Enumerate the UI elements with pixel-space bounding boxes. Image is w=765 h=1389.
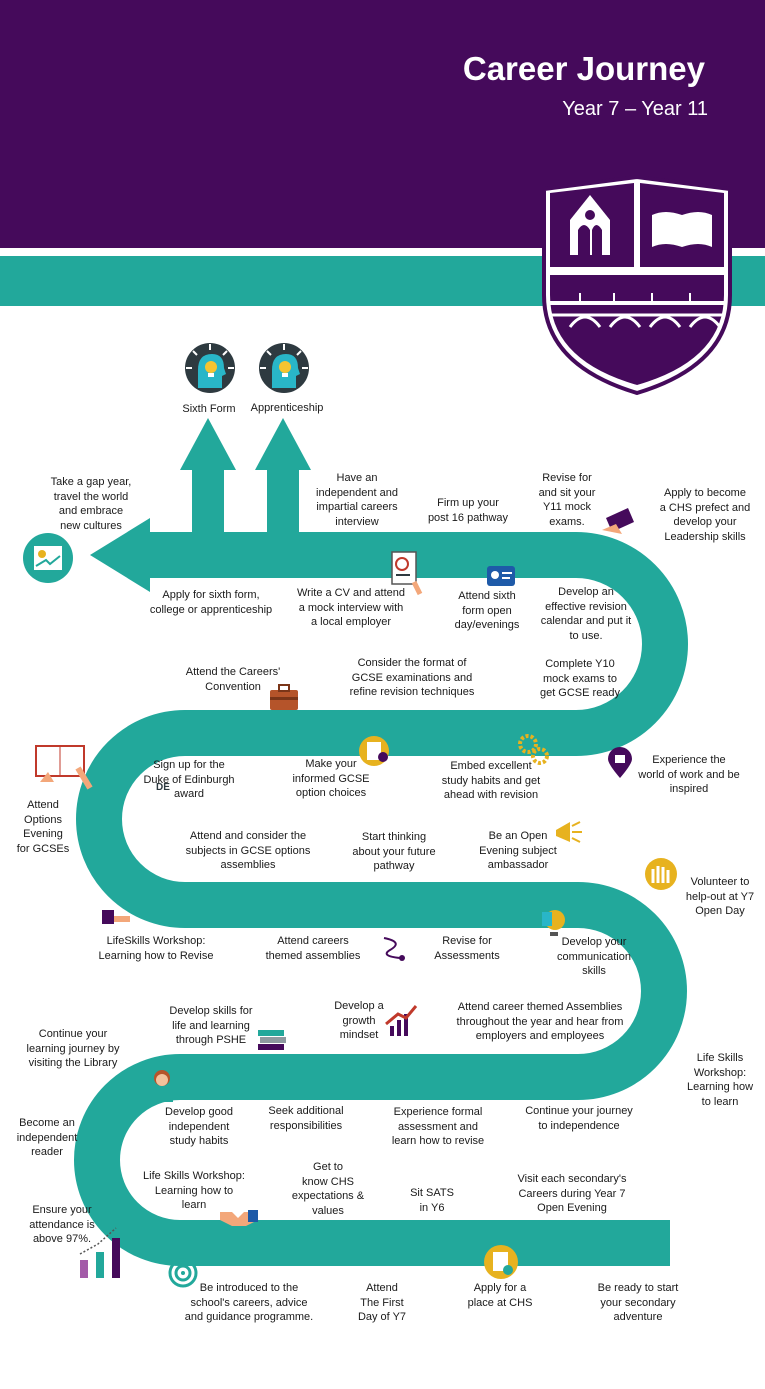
step-lifeskills-revise: LifeSkills Workshop: Learning how to Rev… <box>98 935 214 962</box>
route-path-icon <box>383 937 405 961</box>
step-ready: Be ready to start your secondary adventu… <box>597 1282 679 1323</box>
step-gap-year: Take a gap year, travel the world and em… <box>50 476 132 532</box>
step-options-assemblies: Attend and consider the subjects in GCSE… <box>185 830 311 871</box>
lightbulb-icon <box>542 910 565 936</box>
step-gcse-format: Consider the format of GCSE examinations… <box>349 657 475 698</box>
briefcase-icon <box>270 684 298 710</box>
school-crest-logo <box>542 175 732 395</box>
book-hand-icon <box>602 508 634 534</box>
student-reading-icon <box>151 1070 173 1102</box>
step-duke-of-edinburgh: Sign up for the Duke of Edinburgh award <box>143 759 235 800</box>
notebook-writing-icon <box>35 745 93 790</box>
lightbulb-head-icon <box>259 343 309 393</box>
step-future-pathway: Start thinking about your future pathway <box>352 831 436 872</box>
step-ambassador: Be an Open Evening subject ambassador <box>479 830 557 871</box>
step-study-habits-y9: Embed excellent study habits and get ahe… <box>441 760 541 801</box>
step-introduced: Be introduced to the school's careers, a… <box>184 1282 314 1323</box>
travel-map-icon <box>23 533 73 583</box>
target-icon <box>168 1258 198 1288</box>
id-card-icon <box>487 566 515 586</box>
step-pshe: Develop skills for life and learning thr… <box>169 1005 253 1046</box>
destination-label-sixth-form: Sixth Form <box>182 403 236 415</box>
step-expectations: Get to know CHS expectations & values <box>291 1161 365 1217</box>
step-careers-assemblies: Attend careers themed assemblies <box>265 935 361 962</box>
bar-chart-icon <box>79 1227 120 1278</box>
megaphone-icon <box>556 821 582 843</box>
books-stack-icon <box>258 1030 286 1050</box>
step-growth-mindset: Develop a growth mindset <box>334 1000 384 1041</box>
step-independence: Continue your journey to independence <box>525 1105 633 1132</box>
step-visit-secondary: Visit each secondary's Careers during Ye… <box>517 1173 627 1214</box>
cv-magnifier-icon <box>391 551 423 596</box>
step-careers-interview: Have an independent and impartial career… <box>316 472 398 528</box>
step-career-assemblies-year: Attend career themed Assemblies througho… <box>456 1001 624 1042</box>
step-first-day: Attend The First Day of Y7 <box>357 1282 407 1323</box>
step-prefect: Apply to become a CHS prefect and develo… <box>659 487 751 543</box>
step-independent-reader: Become an independent reader <box>16 1117 78 1158</box>
step-communication: Develop your communication skills <box>557 936 631 977</box>
step-volunteer: Volunteer to help-out at Y7 Open Day <box>685 876 755 917</box>
destination-label-apprenticeship: Apprenticeship <box>250 402 324 414</box>
page-subtitle: Year 7 – Year 11 <box>562 98 708 120</box>
step-firm-up-pathway: Firm up your post 16 pathway <box>427 497 509 524</box>
step-revise-y11: Revise for and sit your Y11 mock exams. <box>538 472 596 528</box>
hand-book-icon <box>102 910 130 924</box>
step-good-study-habits: Develop good independent study habits <box>165 1106 233 1147</box>
gears-icon <box>518 734 549 765</box>
step-open-day: Attend sixth form open day/evenings <box>454 590 520 631</box>
growth-chart-icon <box>385 1005 418 1036</box>
step-careers-convention: Attend the Careers' Convention <box>185 666 281 693</box>
step-lifeskills-learn-left: Life Skills Workshop: Learning how to le… <box>143 1170 245 1211</box>
step-revise-assessments: Revise for Assessments <box>434 935 500 962</box>
step-options-evening: Attend Options Evening for GCSEs <box>16 799 70 855</box>
step-attendance: Ensure your attendance is above 97%. <box>29 1204 95 1245</box>
step-world-of-work: Experience the world of work and be insp… <box>638 754 740 795</box>
page-title: Career Journey <box>462 50 705 87</box>
step-library: Continue your learning journey by visiti… <box>26 1028 120 1069</box>
step-apply-sixth-form: Apply for sixth form, college or apprent… <box>149 589 273 616</box>
document-icon <box>359 736 389 766</box>
hands-raised-icon <box>645 858 677 890</box>
handshake-icon <box>220 1210 258 1226</box>
step-formal-assessment: Experience formal assessment and learn h… <box>391 1106 485 1147</box>
step-apply-place: Apply for a place at CHS <box>467 1282 533 1309</box>
step-y10-mocks: Complete Y10 mock exams to get GCSE read… <box>539 658 621 699</box>
step-lifeskills-learn-right: Life Skills Workshop: Learning how to le… <box>686 1052 754 1108</box>
duke-of-edinburgh-logo: DE <box>156 782 170 793</box>
step-sats: Sit SATS in Y6 <box>410 1187 454 1214</box>
step-write-cv: Write a CV and attend a mock interview w… <box>296 587 406 628</box>
application-form-icon <box>484 1245 518 1279</box>
step-revision-calendar: Develop an effective revision calendar a… <box>540 586 632 642</box>
step-responsibilities: Seek additional responsibilities <box>268 1105 344 1132</box>
lightbulb-head-icon <box>185 343 235 393</box>
step-option-choices: Make your informed GCSE option choices <box>292 758 370 799</box>
location-pin-icon <box>608 747 632 778</box>
